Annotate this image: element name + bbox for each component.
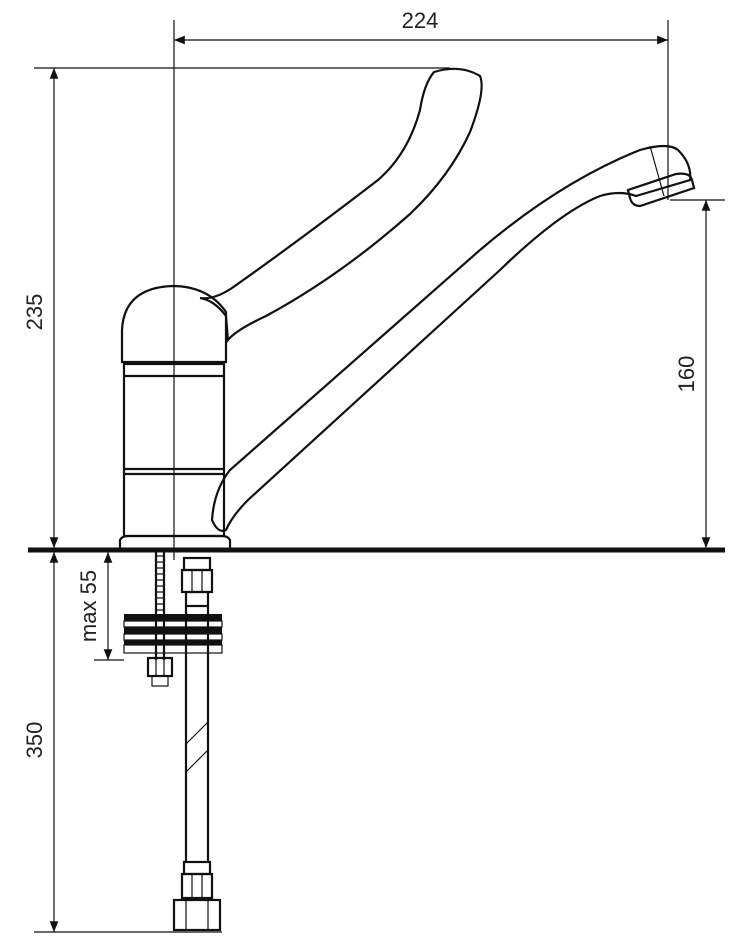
spout-reach-label: 224 <box>402 8 439 33</box>
spout <box>210 144 696 532</box>
dimension-total-height: 235 <box>22 67 450 548</box>
counter-thickness-label: max 55 <box>76 570 101 642</box>
total-height-label: 235 <box>22 294 47 331</box>
dimension-spout-reach: 224 <box>174 8 669 200</box>
dimension-spout-height: 160 <box>670 199 725 548</box>
faucet-body <box>118 284 232 548</box>
dimension-hose-length: 350 <box>22 552 222 933</box>
dimension-counter-thickness: max 55 <box>76 552 124 661</box>
lever-handle <box>199 67 483 343</box>
spout-height-label: 160 <box>674 356 699 393</box>
hose-length-label: 350 <box>22 722 47 759</box>
mounting-washers <box>123 614 223 654</box>
supply-hose <box>172 556 222 932</box>
